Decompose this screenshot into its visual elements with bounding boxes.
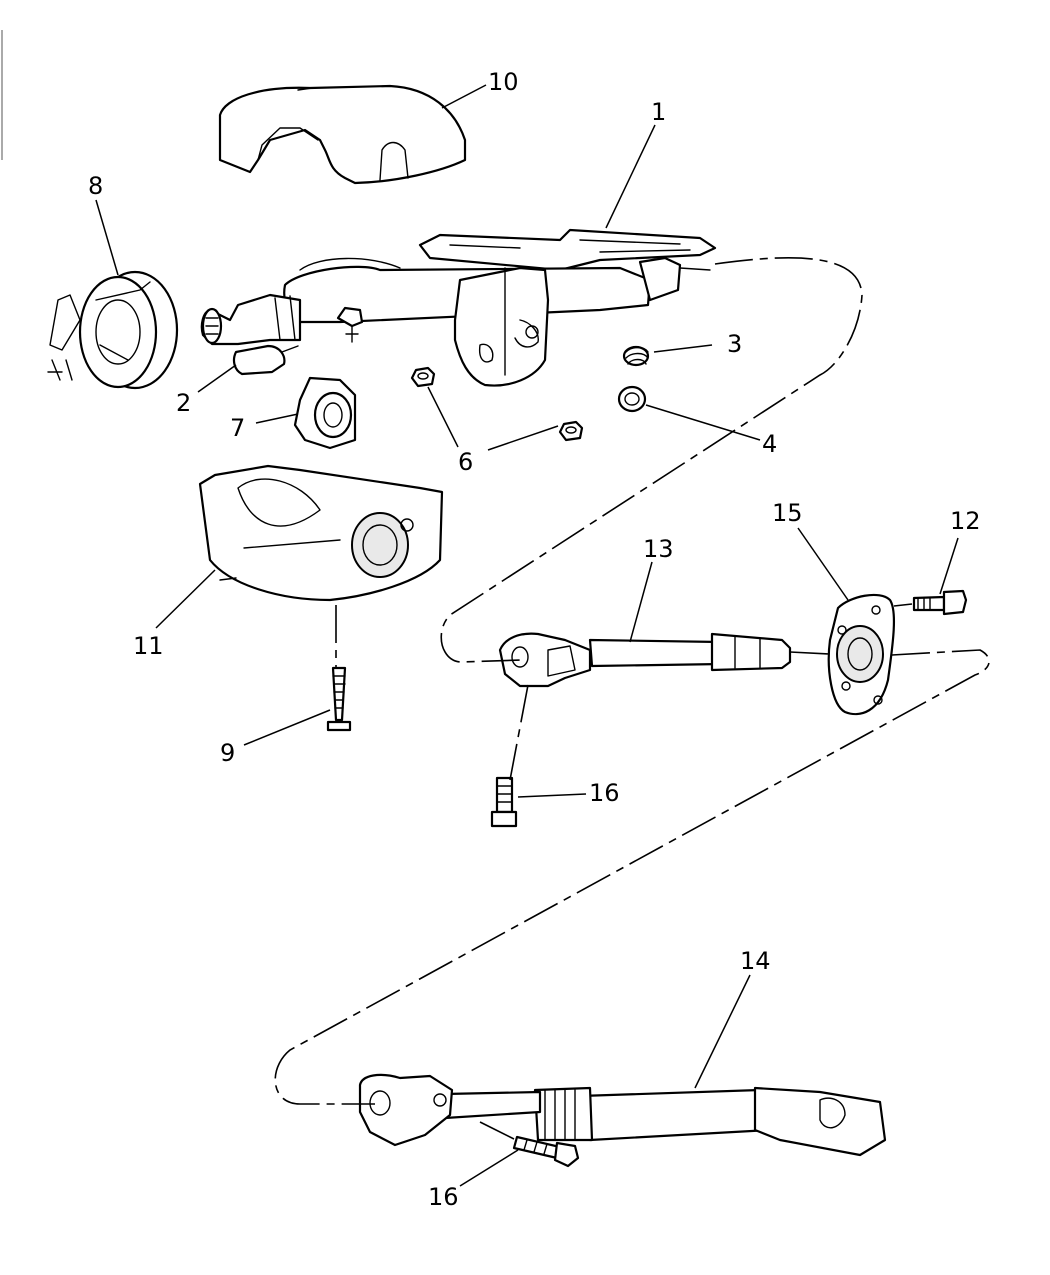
callout-11: 11: [133, 632, 164, 660]
callout-13: 13: [643, 535, 674, 563]
callout-8: 8: [88, 172, 103, 200]
clockspring: [47, 270, 179, 390]
bolt-lower-shaft: [512, 1135, 580, 1168]
callout-4: 4: [762, 430, 777, 458]
callout-9: 9: [220, 739, 235, 767]
upper-shroud: [218, 84, 467, 185]
spring: [622, 345, 650, 367]
lock-housing: [293, 376, 357, 450]
callout-16-upper: 16: [589, 779, 620, 807]
bolt-right: [912, 589, 968, 616]
callout-12: 12: [950, 507, 981, 535]
callout-15: 15: [772, 499, 803, 527]
callout-16-lower: 16: [428, 1183, 459, 1211]
lower-shroud: [198, 464, 444, 602]
callout-6: 6: [458, 448, 473, 476]
bolt-lower-upper: [490, 776, 518, 828]
nut-lower: [558, 420, 584, 442]
callout-10: 10: [488, 68, 519, 96]
lower-shaft: [358, 1073, 887, 1157]
callout-3: 3: [727, 330, 742, 358]
steering-column: [200, 228, 717, 387]
bearing-flange: [827, 593, 896, 716]
callout-labels: 10 1 8 2 3 4 6 7 11 9 12 15 13 16 14 16: [88, 68, 981, 1211]
washer: [617, 385, 647, 413]
nut-upper: [410, 366, 436, 388]
phantom-lines: [274, 257, 990, 1141]
leader-lines: [95, 84, 959, 1187]
callout-2: 2: [176, 389, 191, 417]
intermediate-shaft: [498, 632, 792, 688]
lever-part: [232, 344, 299, 376]
callout-7: 7: [230, 414, 245, 442]
callout-1: 1: [651, 98, 666, 126]
screw: [326, 666, 352, 732]
callout-14: 14: [740, 947, 771, 975]
